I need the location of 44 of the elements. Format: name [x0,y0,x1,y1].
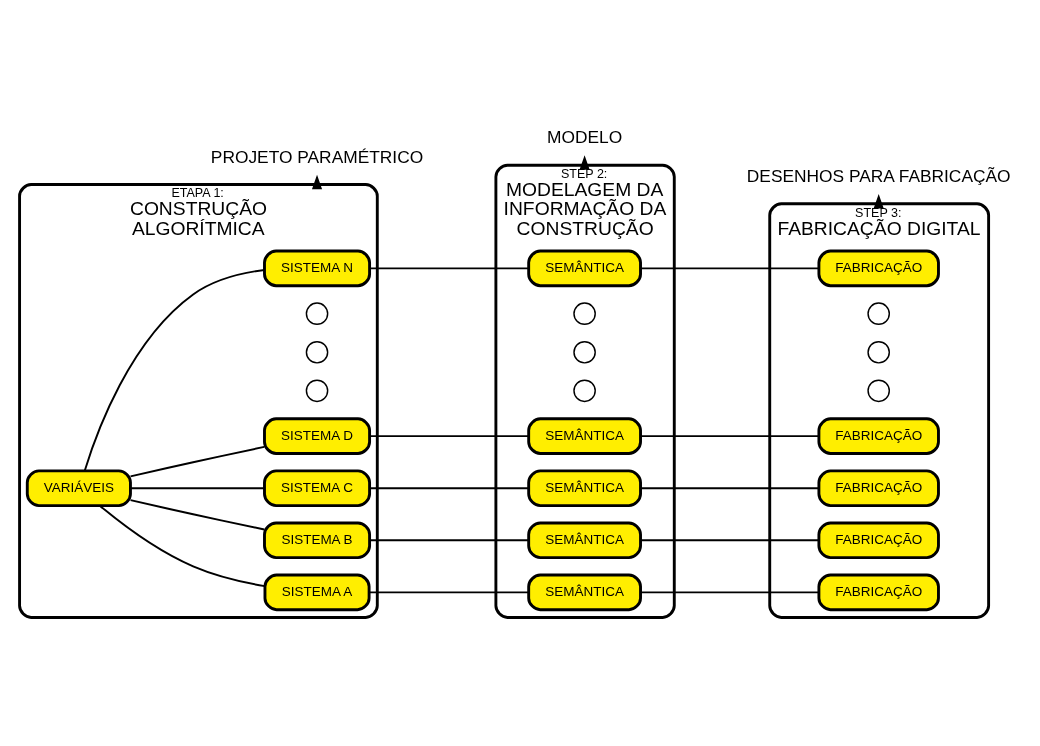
connector [129,499,266,531]
arrow [311,174,323,190]
node-circle [867,302,891,326]
connector [639,435,820,438]
connector [83,268,266,472]
connector [368,435,530,438]
node-text: PROJETO PARAMÉTRICO [210,146,424,167]
node-box: SISTEMA A [263,573,371,612]
connector [129,445,266,478]
connector [368,591,530,594]
node-box: FABRICAÇÃO [817,469,940,508]
node-box: FABRICAÇÃO [817,521,940,560]
connector [99,504,266,588]
node-box: FABRICAÇÃO [817,249,940,288]
node-circle [573,302,596,326]
node-circle [573,379,596,403]
connector [368,267,530,270]
connector [639,487,820,490]
connector [639,591,820,594]
connector [368,487,530,490]
node-circle [305,379,329,403]
connector [639,267,820,270]
node-box: SISTEMA B [263,521,372,560]
node-circle [305,302,329,326]
node-box: VARIÁVEIS [25,469,132,508]
node-box: FABRICAÇÃO [817,573,940,612]
node-box: SEMÂNTICA [527,417,642,455]
node-circle [867,340,891,364]
node-box: SEMÂNTICA [527,573,642,612]
node-text: MODELO [547,127,623,148]
node-box: SISTEMA N [263,249,372,288]
node-circle [573,340,596,364]
node-box: SEMÂNTICA [527,521,642,560]
node-box: SISTEMA C [263,469,372,508]
node-text: DESENHOS PARA FABRICAÇÃO [746,165,1011,186]
node-box: SEMÂNTICA [527,469,642,508]
node-box: SISTEMA D [263,417,372,455]
node-box: SEMÂNTICA [527,249,642,288]
node-circle [867,379,891,403]
connector [639,539,820,542]
connector [368,539,530,542]
connector [129,487,266,490]
node-box: FABRICAÇÃO [817,417,940,455]
node-circle [305,340,329,364]
